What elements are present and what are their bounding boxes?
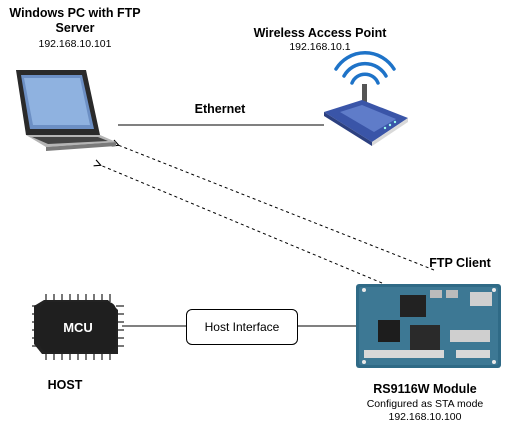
wireless-access-point-icon <box>324 51 408 146</box>
rs9116w-module-icon <box>356 284 501 368</box>
ethernet-label: Ethernet <box>194 102 246 116</box>
host-interface-box: Host Interface <box>186 309 298 345</box>
laptop-icon <box>16 70 116 151</box>
pc-title-line1: Windows PC with FTP <box>9 6 141 20</box>
host-caption: HOST <box>47 378 83 392</box>
pc-title: Windows PC with FTP Server <box>0 6 150 36</box>
wifi-waves-icon <box>334 51 396 85</box>
module-ip: 192.168.10.100 <box>388 411 462 423</box>
access-point-ip: 192.168.10.1 <box>289 41 351 53</box>
pc-ip: 192.168.10.101 <box>38 38 112 50</box>
module-mode: Configured as STA mode <box>366 398 484 410</box>
pc-title-line2: Server <box>55 21 95 35</box>
ftp-client-label: FTP Client <box>429 256 491 270</box>
host-interface-label: Host Interface <box>204 320 280 334</box>
module-title: RS9116W Module <box>373 382 477 396</box>
mcu-chip-icon: MCU <box>32 294 124 360</box>
ftp-arrow-upper <box>118 145 435 271</box>
ftp-arrow-lower <box>100 165 383 284</box>
access-point-title: Wireless Access Point <box>253 26 387 40</box>
mcu-chip-label: MCU <box>63 320 93 335</box>
